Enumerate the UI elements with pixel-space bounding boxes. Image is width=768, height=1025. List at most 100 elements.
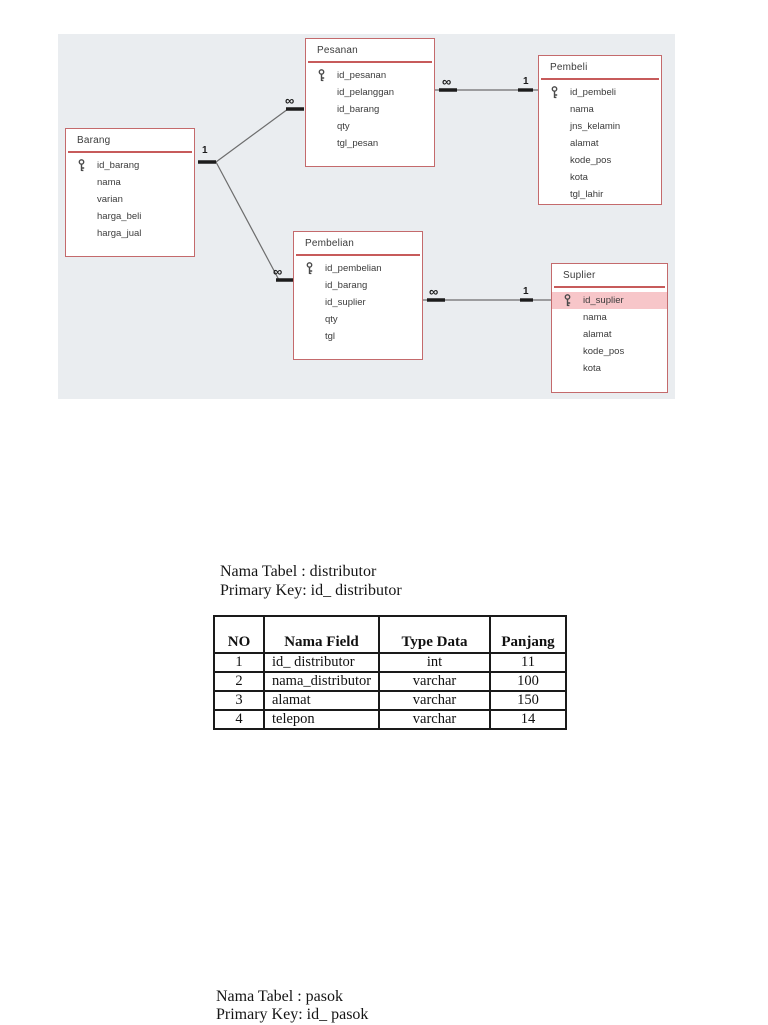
cell-type-data: varchar xyxy=(378,671,491,692)
field-label: tgl_lahir xyxy=(570,189,604,200)
entity-pembeli: Pembeli id_pembeli nama jns_kelamin alam… xyxy=(538,55,662,205)
field-label: tgl xyxy=(325,331,336,342)
field-label: varian xyxy=(97,194,123,205)
field-row: nama xyxy=(539,101,661,118)
key-icon xyxy=(563,294,583,307)
cell-panjang: 14 xyxy=(489,709,567,730)
cardinality-many-label: ∞ xyxy=(285,93,295,108)
field-label: id_suplier xyxy=(325,297,366,308)
field-label: tgl_pesan xyxy=(337,138,379,149)
cell-type-data: varchar xyxy=(378,709,491,730)
field-label: alamat xyxy=(570,138,599,149)
field-label: id_suplier xyxy=(583,295,624,306)
field-label: qty xyxy=(337,121,350,132)
field-row: nama xyxy=(66,174,194,191)
table-header-row: NO Nama Field Type Data Panjang xyxy=(213,615,567,654)
cell-panjang: 100 xyxy=(489,671,567,692)
field-label: kode_pos xyxy=(570,155,612,166)
field-label: nama xyxy=(97,177,121,188)
entity-title: Pesanan xyxy=(317,45,358,56)
field-label: id_pelanggan xyxy=(337,87,395,98)
er-diagram: 1 ∞ ∞ ∞ 1 ∞ 1 Barang id_barang nama vari… xyxy=(58,34,675,399)
entity-title: Barang xyxy=(77,135,111,146)
field-row: tgl_pesan xyxy=(306,135,434,152)
field-row: qty xyxy=(294,311,422,328)
field-row: harga_beli xyxy=(66,208,194,225)
field-row: id_barang xyxy=(294,277,422,294)
primary-key-distributor-label: Primary Key: id_ distributor xyxy=(220,582,402,599)
cardinality-one-label: 1 xyxy=(523,76,529,87)
cardinality-one-label: 1 xyxy=(202,145,208,156)
entity-title: Pembeli xyxy=(550,62,588,73)
field-row: id_suplier xyxy=(294,294,422,311)
field-label: id_barang xyxy=(97,160,140,171)
cardinality-one-label: 1 xyxy=(523,286,529,297)
field-label: nama xyxy=(570,104,594,115)
field-row: qty xyxy=(306,118,434,135)
cell-no: 3 xyxy=(213,690,265,711)
nama-tabel-distributor-label: Nama Tabel : distributor xyxy=(220,563,377,580)
cell-nama-field: nama_distributor xyxy=(263,671,380,692)
table-row: 3 alamat varchar 150 xyxy=(213,690,567,711)
field-row: alamat xyxy=(539,135,661,152)
field-row: harga_jual xyxy=(66,225,194,242)
field-row: id_pembelian xyxy=(294,260,422,277)
entity-pembelian: Pembelian id_pembelian id_barang id_supl… xyxy=(293,231,423,360)
title-divider xyxy=(541,78,659,80)
field-label: id_barang xyxy=(325,280,368,291)
nama-tabel-pasok-label: Nama Tabel : pasok xyxy=(216,988,343,1005)
cell-nama-field: id_ distributor xyxy=(263,652,380,673)
field-label: kota xyxy=(583,363,601,374)
field-row: id_pelanggan xyxy=(306,84,434,101)
field-row: kode_pos xyxy=(539,152,661,169)
field-label: qty xyxy=(325,314,338,325)
cell-nama-field: telepon xyxy=(263,709,380,730)
field-row: kota xyxy=(552,360,667,377)
cell-panjang: 11 xyxy=(489,652,567,673)
column-header: Panjang xyxy=(489,615,567,654)
title-divider xyxy=(554,286,665,288)
cell-no: 1 xyxy=(213,652,265,673)
field-label: id_pembelian xyxy=(325,263,382,274)
field-row: id_barang xyxy=(66,157,194,174)
key-icon xyxy=(77,159,97,172)
field-label: kota xyxy=(570,172,588,183)
column-header: Type Data xyxy=(378,615,491,654)
cardinality-many-label: ∞ xyxy=(273,264,283,279)
field-label: kode_pos xyxy=(583,346,625,357)
title-divider xyxy=(296,254,420,256)
field-row: jns_kelamin xyxy=(539,118,661,135)
distributor-field-table: NO Nama Field Type Data Panjang 1 id_ di… xyxy=(213,615,567,730)
cell-no: 4 xyxy=(213,709,265,730)
table-row: 2 nama_distributor varchar 100 xyxy=(213,671,567,692)
field-label: nama xyxy=(583,312,607,323)
key-icon xyxy=(317,69,337,82)
table-row: 1 id_ distributor int 11 xyxy=(213,652,567,673)
key-icon xyxy=(305,262,325,275)
cell-type-data: int xyxy=(378,652,491,673)
field-row-highlighted: id_suplier xyxy=(552,292,667,309)
entity-title: Suplier xyxy=(563,270,596,281)
field-label: jns_kelamin xyxy=(570,121,621,132)
field-row: kode_pos xyxy=(552,343,667,360)
field-row: tgl xyxy=(294,328,422,345)
cell-nama-field: alamat xyxy=(263,690,380,711)
title-divider xyxy=(308,61,432,63)
key-icon xyxy=(550,86,570,99)
field-label: id_barang xyxy=(337,104,380,115)
cardinality-many-label: ∞ xyxy=(442,74,452,89)
field-row: id_barang xyxy=(306,101,434,118)
entity-pesanan: Pesanan id_pesanan id_pelanggan id_baran… xyxy=(305,38,435,167)
field-label: id_pembeli xyxy=(570,87,616,98)
entity-barang: Barang id_barang nama varian harga_beli … xyxy=(65,128,195,257)
title-divider xyxy=(68,151,192,153)
cell-panjang: 150 xyxy=(489,690,567,711)
field-row: id_pesanan xyxy=(306,67,434,84)
field-row: varian xyxy=(66,191,194,208)
primary-key-pasok-label: Primary Key: id_ pasok xyxy=(216,1006,369,1023)
field-label: harga_beli xyxy=(97,211,142,222)
cell-no: 2 xyxy=(213,671,265,692)
cell-type-data: varchar xyxy=(378,690,491,711)
field-row: kota xyxy=(539,169,661,186)
